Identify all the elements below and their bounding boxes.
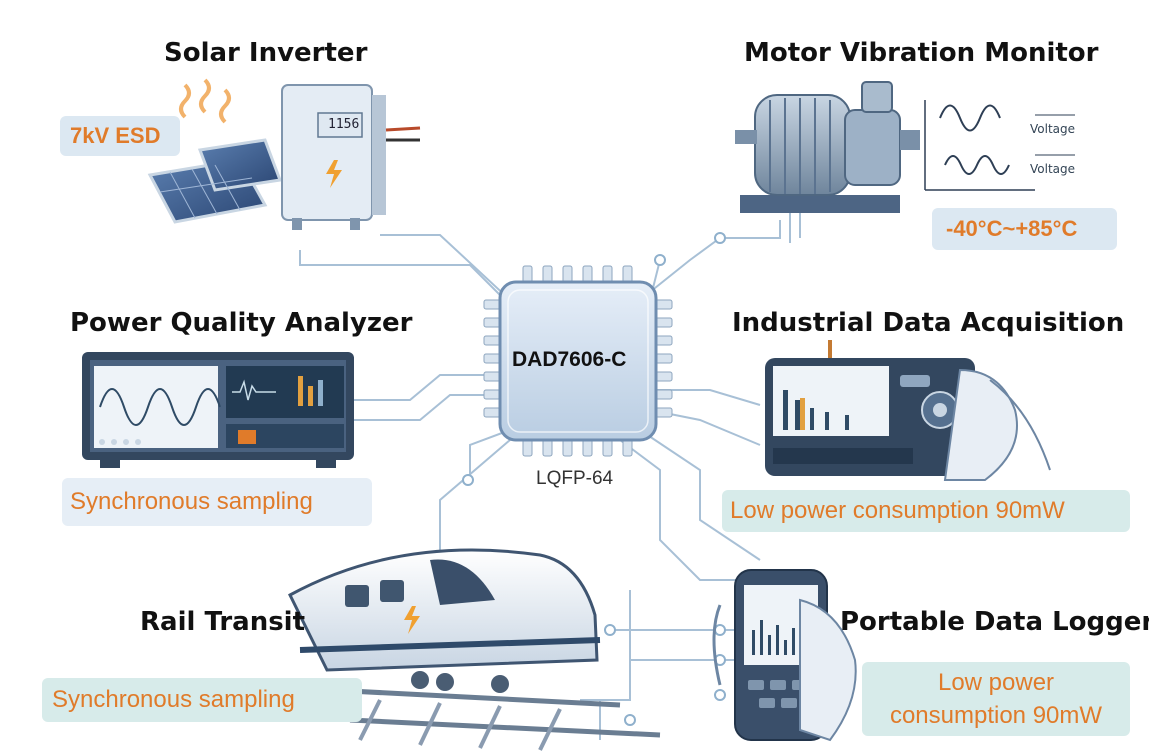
solar-esd-badge-text: 7kV ESD	[70, 123, 161, 148]
chip-package	[483, 265, 673, 457]
power-quality-analyzer-title: Power Quality Analyzer	[70, 308, 413, 338]
industrial-power-badge-text: Low power consumption 90mW	[730, 497, 1065, 524]
chip-name: DAD7606-C	[512, 348, 627, 371]
solar-display-readout: 1156	[328, 117, 360, 132]
motor-temperature-badge-text: -40°C~+85°C	[946, 216, 1078, 241]
rail-sync-badge-text: Synchronous sampling	[52, 686, 295, 713]
motor-temperature-badge: -40°C~+85°C	[932, 208, 1117, 250]
solar-inverter-illustration	[147, 78, 421, 230]
motor-vibration-monitor-title: Motor Vibration Monitor	[744, 38, 1099, 68]
solar-inverter-title: Solar Inverter	[164, 38, 368, 68]
rail-sync-badge: Synchronous sampling	[42, 678, 362, 722]
portable-data-logger-title: Portable Data Logger	[840, 607, 1149, 637]
industrial-daq-illustration	[765, 340, 1051, 481]
logger-power-badge: Low power consumption 90mW	[862, 662, 1130, 736]
power-analyzer-illustration	[82, 352, 354, 468]
train-illustration	[288, 548, 661, 751]
logger-power-badge-line1: Low power	[937, 669, 1055, 696]
motor-wave-label-1: Voltage	[1030, 122, 1076, 136]
motor-wave-label-2: Voltage	[1030, 162, 1076, 176]
chip-package-label: LQFP-64	[536, 468, 614, 489]
motor-illustration	[735, 81, 1075, 243]
industrial-data-acquisition-title: Industrial Data Acquisition	[732, 308, 1125, 338]
power-sync-badge: Synchronous sampling	[62, 478, 372, 526]
rail-transit-title: Rail Transit	[140, 607, 306, 637]
trace-nodes	[462, 232, 726, 726]
logger-power-badge-line2: consumption 90mW	[889, 702, 1103, 729]
solar-esd-badge: 7kV ESD	[60, 116, 180, 156]
data-logger-illustration	[712, 569, 857, 742]
industrial-power-badge: Low power consumption 90mW	[722, 490, 1130, 532]
power-sync-badge-text: Synchronous sampling	[70, 488, 313, 515]
